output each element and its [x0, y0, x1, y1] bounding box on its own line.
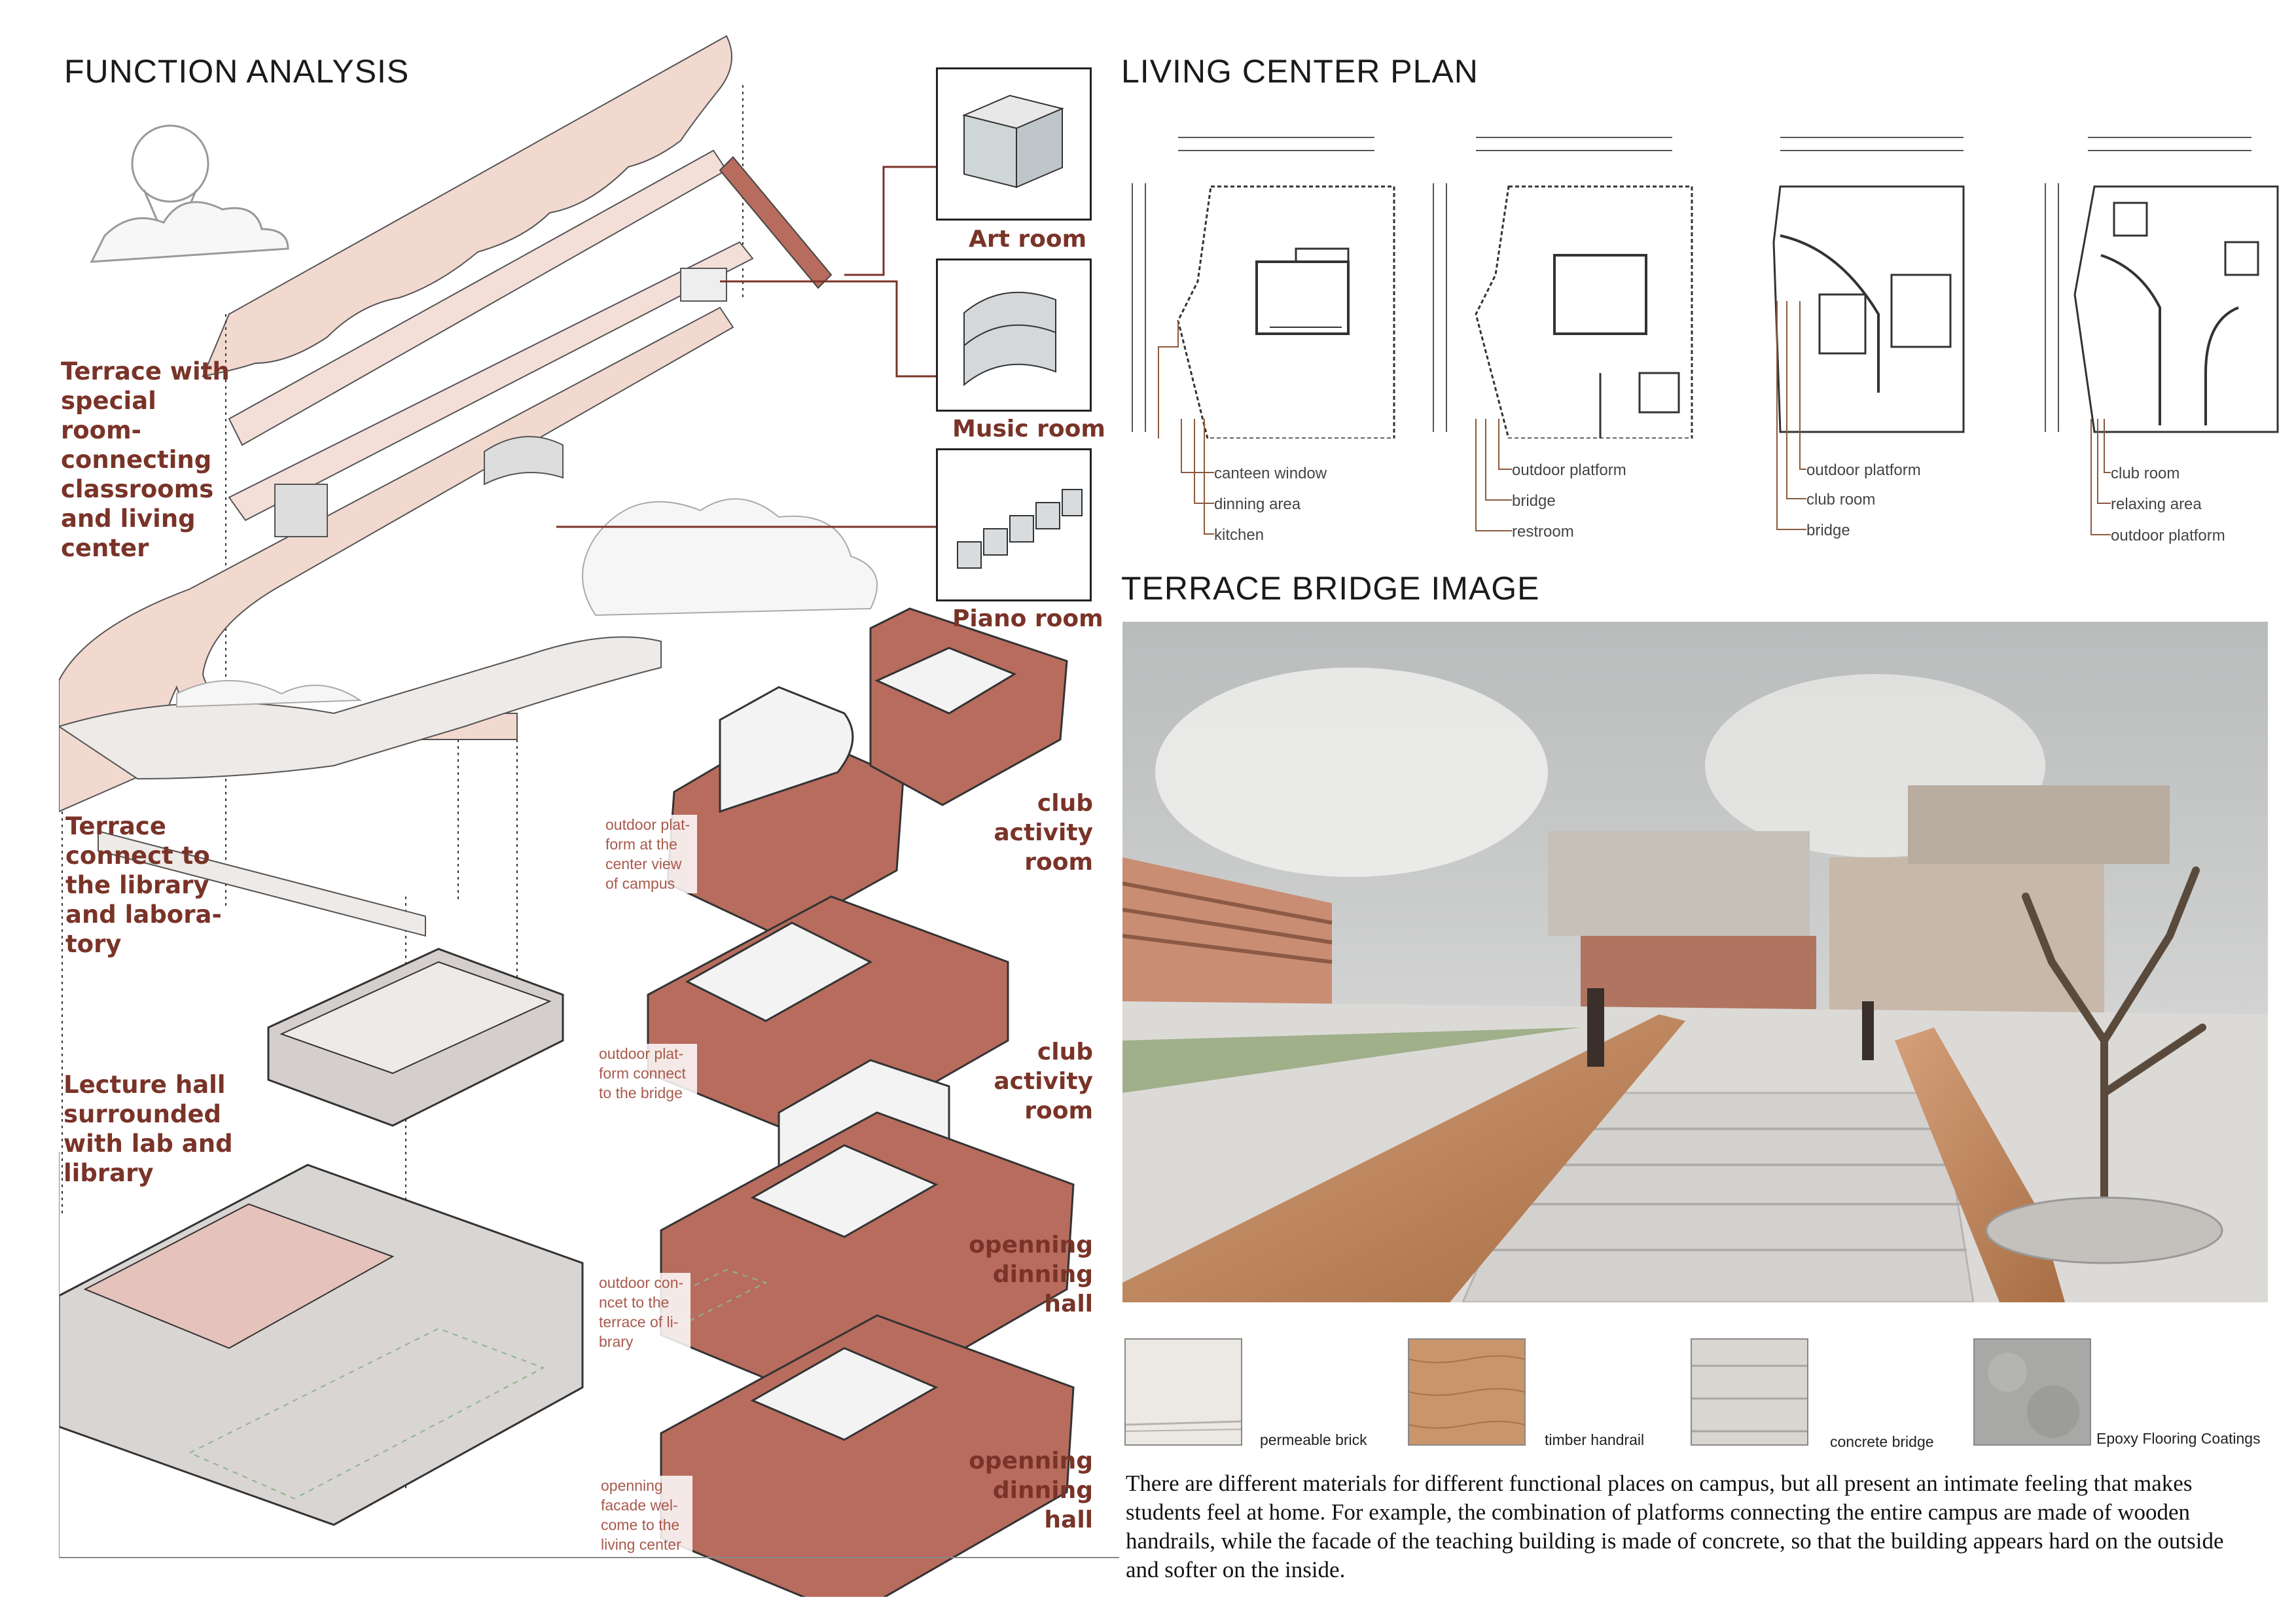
material-description: There are different materials for differ…	[1126, 1471, 2224, 1582]
plan-1-leaders	[1181, 419, 1214, 535]
plan-3-label-2: club room	[1806, 491, 1876, 508]
music-room-thumbnail	[936, 259, 1092, 412]
music-room-label: Music room	[952, 416, 1105, 442]
art-room-label: Art room	[969, 226, 1087, 253]
plan-drawing-4	[2045, 137, 2279, 433]
dinning-hall-label-2: openning dinning hall	[969, 1448, 1093, 1533]
art-room-thumbnail	[936, 67, 1092, 221]
plan-2-label-1: outdoor platform	[1512, 461, 1626, 479]
club-activity-room-label-2: club activity room	[994, 1039, 1093, 1124]
living-center-plan-title: LIVING CENTER PLAN	[1121, 53, 1479, 90]
function-analysis-diagram	[59, 35, 1119, 1597]
plan-3-leaders	[1776, 301, 1806, 530]
plan-drawing-2	[1433, 137, 1693, 438]
piano-room-thumbnail	[936, 448, 1092, 601]
timber-pattern	[1409, 1340, 1524, 1444]
note-facade: openning facade wel-come to the living c…	[601, 1476, 692, 1554]
plan-1-label-2: dinning area	[1214, 495, 1301, 513]
plan-4-label-3: outdoor platform	[2111, 527, 2225, 544]
concrete-stairs-pattern	[1692, 1340, 1807, 1444]
material-swatch-3	[1691, 1338, 1808, 1446]
material-swatch-4	[1973, 1338, 2091, 1446]
plan-3-label-3: bridge	[1806, 522, 1850, 539]
plan-4-leaders	[2090, 419, 2111, 535]
material-label-4: Epoxy Flooring Coatings	[2096, 1430, 2261, 1447]
plan-3-label-1: outdoor platform	[1806, 461, 1921, 479]
material-label-3: concrete bridge	[1830, 1433, 1934, 1450]
material-swatch-1	[1124, 1338, 1242, 1446]
plan-2-label-3: restroom	[1512, 523, 1574, 541]
plan-1-label-3: kitchen	[1214, 526, 1265, 544]
plan-2-label-2: bridge	[1512, 492, 1556, 510]
terrace-library-label: Terrace connect to the library and labor…	[65, 812, 222, 958]
balloon-sketch	[90, 124, 289, 263]
terrace-bridge-render	[1122, 622, 2268, 1302]
lecture-hall-label: Lecture hall surrounded with lab and lib…	[63, 1071, 233, 1187]
plan-drawing-1	[1132, 137, 1395, 438]
plan-2-leaders	[1475, 419, 1512, 531]
terrace-special-label: Terrace with special room-connecting cla…	[61, 357, 230, 562]
plan-drawing-3	[1772, 137, 1965, 433]
material-label-1: permeable brick	[1260, 1431, 1367, 1448]
club-activity-room-label-1: club activity room	[994, 790, 1093, 876]
material-label-2: timber handrail	[1545, 1431, 1645, 1448]
plan-1-label-1: canteen window	[1214, 465, 1327, 482]
material-swatch-2	[1408, 1338, 1526, 1446]
function-analysis-title: FUNCTION ANALYSIS	[64, 53, 410, 90]
epoxy-pattern	[1975, 1340, 2090, 1444]
dinning-hall-label-1: openning dinning hall	[969, 1232, 1093, 1317]
plan-4-label-1: club room	[2111, 465, 2180, 482]
permeable-brick-pattern	[1126, 1340, 1241, 1444]
note-center-view: outdoor plat-form at the center view of …	[605, 815, 697, 893]
piano-room-label: Piano room	[952, 605, 1103, 632]
note-bridge: outdoor plat-form connect to the bridge	[599, 1044, 697, 1103]
plan-4-label-2: relaxing area	[2111, 495, 2202, 513]
terrace-bridge-title: TERRACE BRIDGE IMAGE	[1121, 570, 1540, 607]
note-terrace-library: outdoor con-ncet to the terrace of li-br…	[599, 1273, 691, 1351]
